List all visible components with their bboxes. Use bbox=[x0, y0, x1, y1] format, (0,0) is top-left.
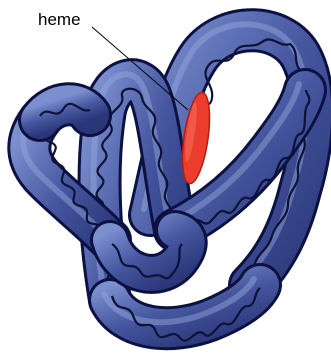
heme-label-text: heme bbox=[38, 10, 81, 29]
chain-segment-lower-front bbox=[110, 230, 188, 278]
protein-chain bbox=[23, 24, 312, 340]
